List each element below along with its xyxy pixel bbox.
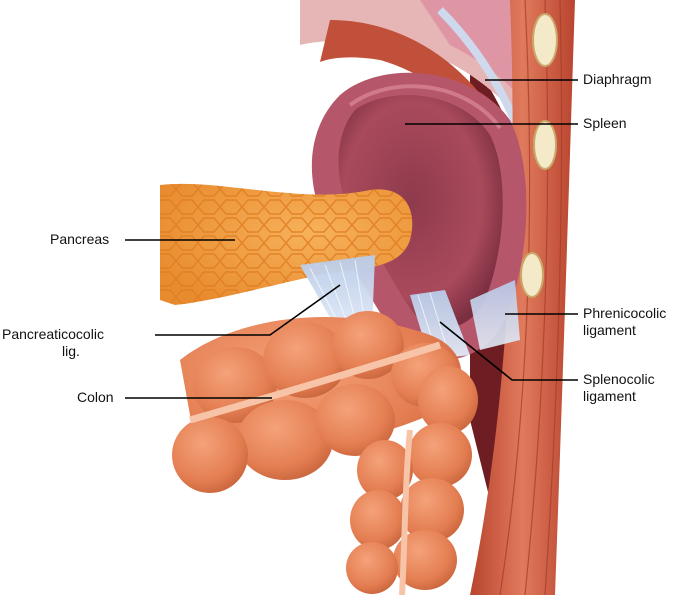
label-splenocolic-line2: ligament [583, 388, 636, 404]
label-diaphragm: Diaphragm [583, 71, 651, 88]
leader-lines [125, 79, 578, 399]
label-splenocolic: Splenocolic ligament [583, 371, 655, 405]
rib [533, 120, 557, 170]
rib [532, 13, 558, 67]
label-phrenicocolic-line2: ligament [583, 322, 636, 338]
label-pancreas-text: Pancreas [50, 231, 110, 247]
phrenicocolic-ligament [470, 280, 520, 350]
colon [172, 311, 478, 596]
label-pancreaticocolic: Pancreaticocolic lig. [2, 326, 104, 360]
label-phrenicocolic-line1: Phrenicocolic [583, 305, 667, 321]
label-pancreaticocolic-line2: lig. [62, 343, 80, 359]
rib [520, 252, 544, 298]
label-pancreas: Pancreas [50, 231, 109, 248]
label-colon-text: Colon [77, 389, 114, 405]
label-colon: Colon [77, 389, 114, 406]
label-spleen-text: Spleen [583, 115, 627, 131]
label-spleen: Spleen [583, 115, 627, 132]
label-pancreaticocolic-line1: Pancreaticocolic [2, 326, 104, 342]
label-phrenicocolic: Phrenicocolic ligament [583, 305, 666, 339]
label-splenocolic-line1: Splenocolic [583, 371, 655, 387]
label-diaphragm-text: Diaphragm [583, 71, 652, 87]
